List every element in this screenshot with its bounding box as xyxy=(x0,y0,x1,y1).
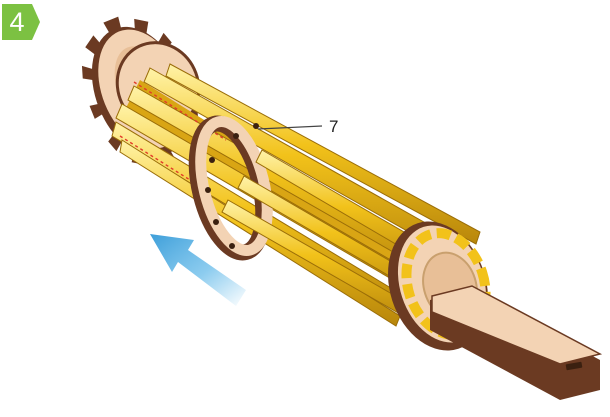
step-number: 4 xyxy=(2,6,32,38)
callout-label-part: 7 xyxy=(329,117,338,137)
step-badge: 4 xyxy=(2,4,40,40)
handle-shaft xyxy=(430,286,600,400)
